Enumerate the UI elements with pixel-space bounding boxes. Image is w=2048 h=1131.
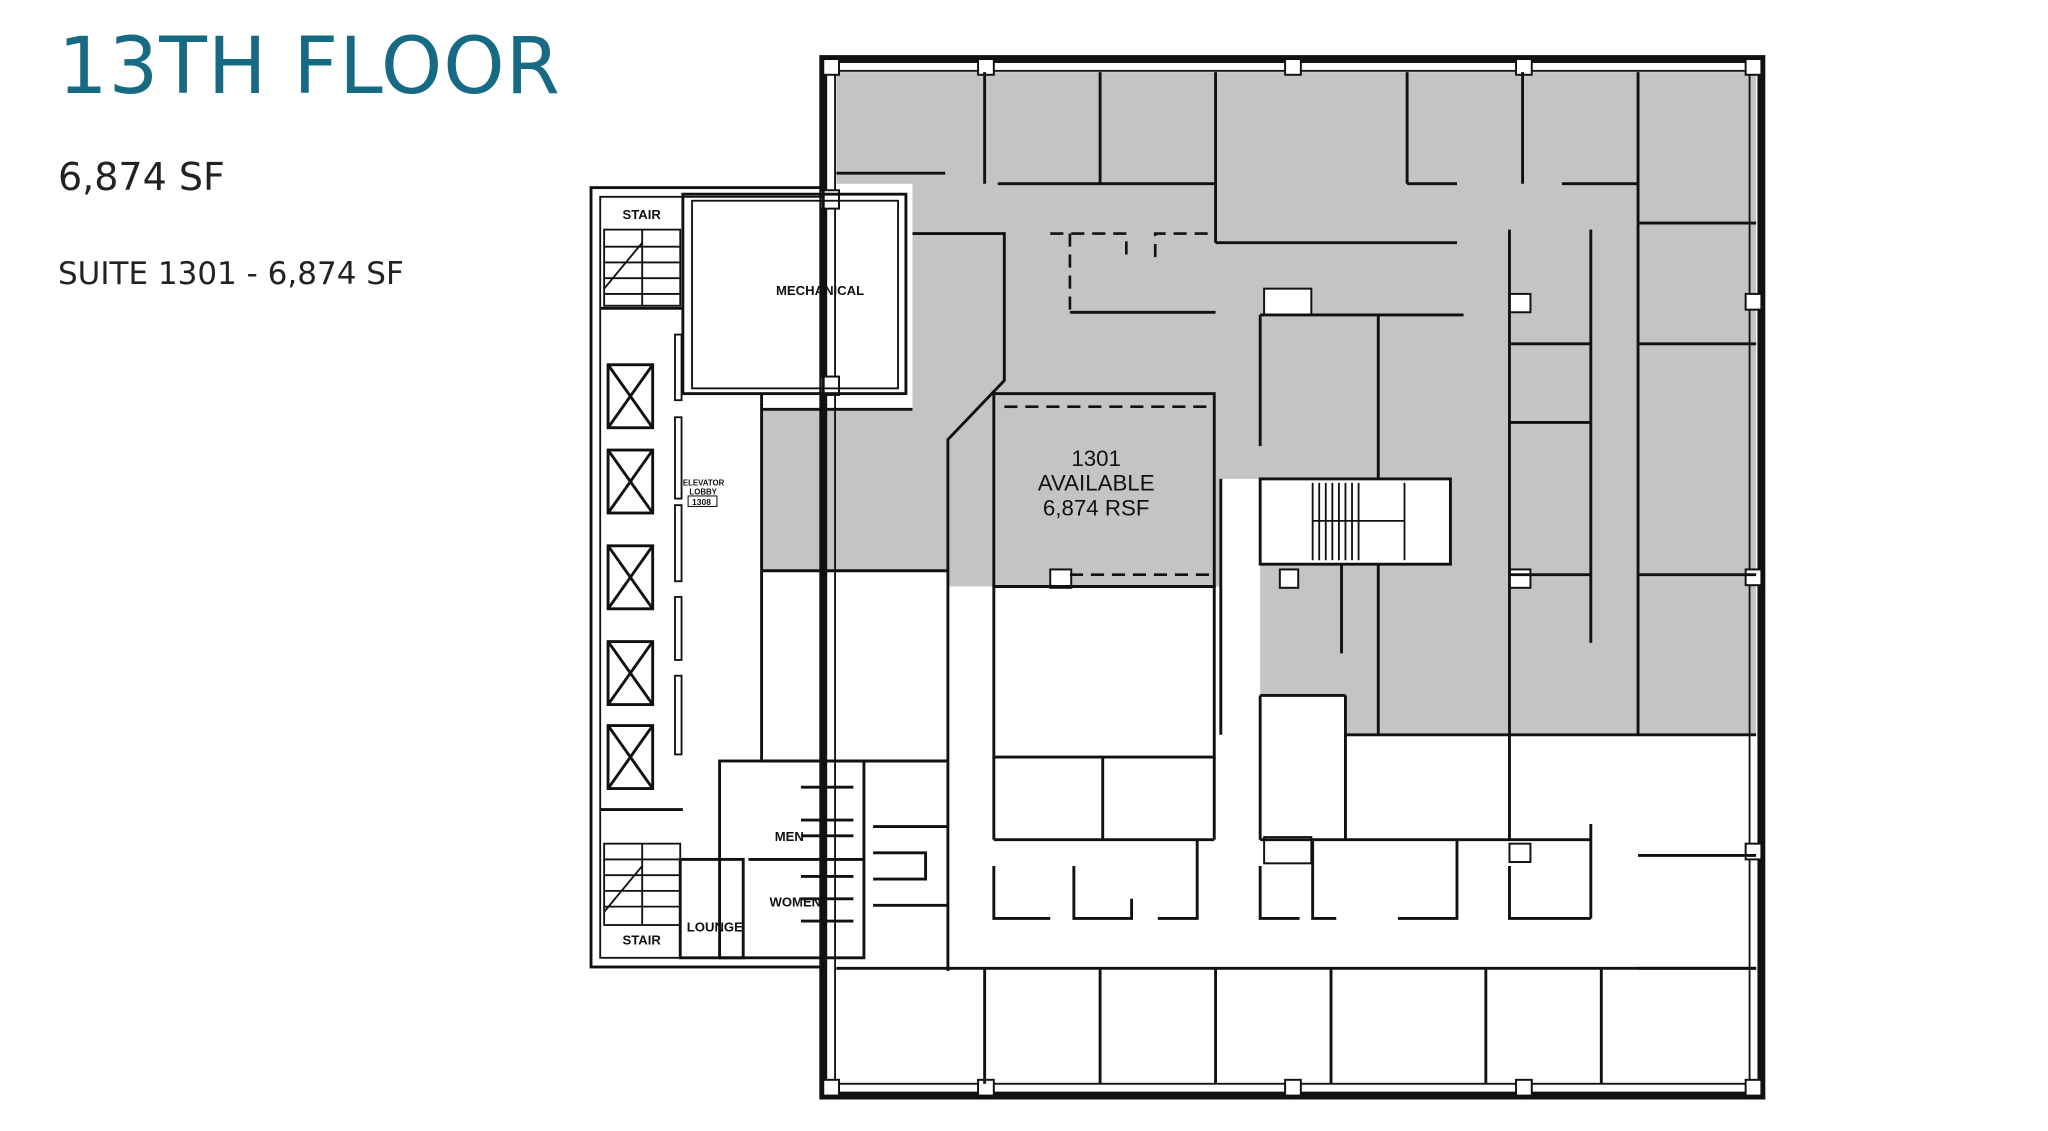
lounge-label: LOUNGE bbox=[687, 920, 743, 935]
women-label: WOMEN bbox=[769, 895, 821, 910]
elevator-lobby-number: 1308 bbox=[692, 497, 711, 507]
stair-top-label: STAIR bbox=[623, 207, 662, 222]
elevators bbox=[606, 363, 655, 790]
suite-area: 6,874 RSF bbox=[1043, 496, 1150, 521]
mechanical-room bbox=[681, 192, 908, 396]
core-wing bbox=[589, 186, 825, 969]
men-label: MEN bbox=[775, 829, 804, 844]
floor-area: 6,874 SF bbox=[58, 155, 225, 199]
interior-walls bbox=[761, 72, 1757, 1084]
suite-status: AVAILABLE bbox=[1038, 471, 1155, 496]
elevator-lobby-label-2: LOBBY bbox=[689, 488, 717, 497]
elevator-lobby-label: ELEVATOR bbox=[683, 478, 725, 487]
page-title: 13TH FLOOR bbox=[58, 22, 561, 112]
suite-number: 1301 bbox=[1071, 446, 1121, 471]
suite-1301-label[interactable]: 1301 AVAILABLE 6,874 RSF bbox=[1038, 446, 1155, 521]
suite-summary: SUITE 1301 - 6,874 SF bbox=[58, 256, 404, 292]
stair-bottom-label: STAIR bbox=[623, 933, 662, 948]
mechanical-label: MECHANICAL bbox=[776, 283, 864, 298]
